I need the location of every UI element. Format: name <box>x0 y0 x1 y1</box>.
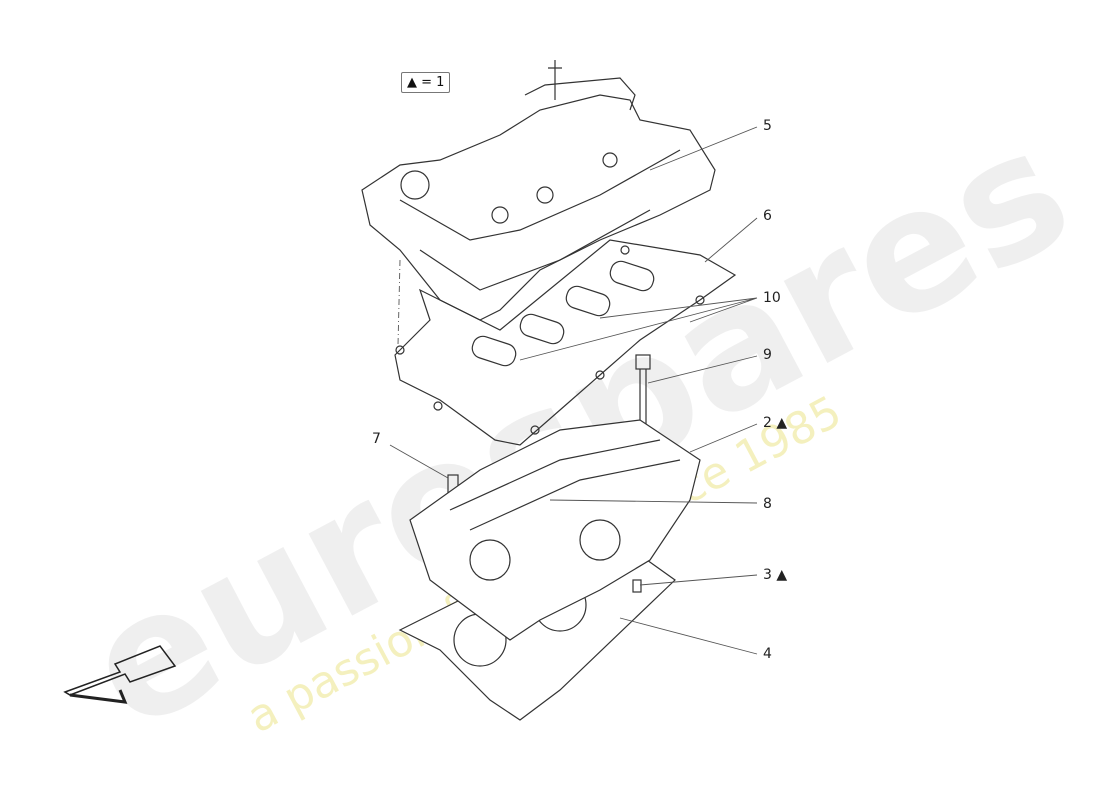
triangle-icon: ▲ <box>407 75 417 90</box>
callout-7: 7 <box>372 431 381 447</box>
leader-lines <box>389 126 758 655</box>
callout-4: 4 <box>763 646 772 662</box>
callout-6: 6 <box>763 208 772 224</box>
callout-3: 3 ▲ <box>763 567 788 583</box>
callout-10: 10 <box>763 290 781 306</box>
locating-dowel <box>632 579 642 593</box>
callout-9: 9 <box>763 347 772 363</box>
callout-5: 5 <box>763 118 772 134</box>
legend-box: ▲ = 1 <box>401 72 451 93</box>
callout-2: 2 ▲ <box>763 415 788 431</box>
direction-arrow-icon <box>63 645 177 696</box>
cover-gasket <box>394 239 737 446</box>
legend-text: = 1 <box>421 75 445 90</box>
spark-plug-seals <box>471 260 655 367</box>
callout-8: 8 <box>763 496 772 512</box>
valve-cover <box>361 60 716 321</box>
cylinder-head <box>409 419 701 641</box>
